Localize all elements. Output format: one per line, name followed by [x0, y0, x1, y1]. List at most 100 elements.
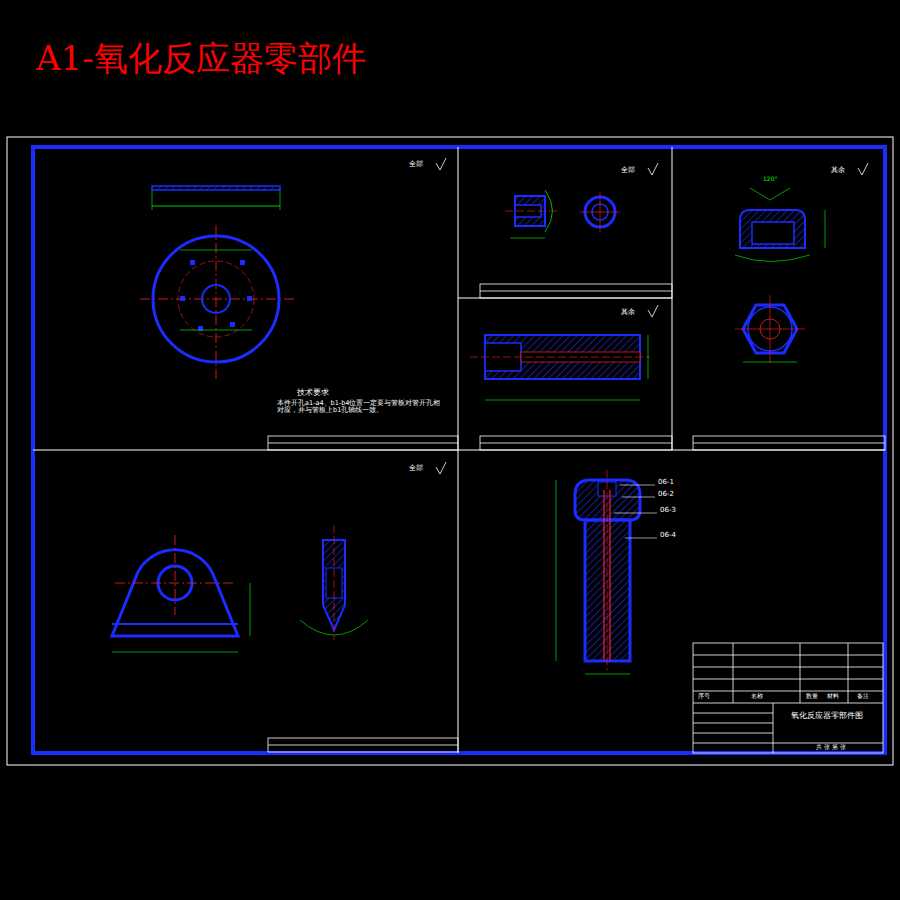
drawing-line [334, 525, 335, 640]
drawing-line [585, 674, 630, 675]
drawing-line [743, 362, 797, 363]
drawing-line [600, 192, 601, 232]
drawing-line [735, 255, 810, 262]
callout-number: 06-4 [659, 531, 677, 539]
drawing-line [750, 188, 790, 200]
drawing-line [480, 291, 672, 292]
drawing-line [693, 436, 885, 450]
drawing-line [575, 480, 640, 520]
roughness-note: 全部 [620, 166, 636, 174]
drawing-line [436, 462, 446, 474]
table-cell: 序号 [697, 693, 711, 700]
drawing-line [620, 485, 655, 486]
drawing-line [585, 520, 630, 661]
drawing-line [625, 538, 657, 539]
drawing-line [202, 285, 230, 313]
table-cell: 名称 [750, 693, 764, 700]
drawing-line [268, 284, 885, 753]
drawing-line [848, 643, 849, 703]
drawing-line [140, 299, 296, 300]
drawing-line [480, 284, 672, 298]
drawing-line [693, 733, 773, 734]
drawing-line [693, 743, 773, 744]
drawing-line [480, 436, 672, 450]
table-cell: 备注 [856, 693, 870, 700]
drawing-line [485, 400, 640, 401]
note-heading: 技术要求 [296, 388, 330, 397]
drawing-line [112, 652, 238, 653]
drawing-line [180, 250, 252, 251]
drawing-line [180, 296, 185, 301]
drawing-line [607, 470, 608, 670]
drawing-line [693, 443, 885, 444]
drawing-line [693, 691, 883, 692]
drawing-line [693, 643, 883, 753]
drawing-line [693, 667, 883, 668]
drawing-line [609, 490, 610, 661]
drawing-line [770, 295, 771, 363]
drawing-line [825, 210, 826, 248]
sheet-title: A1-氧化反应器零部件 [36, 40, 366, 77]
drawing-line [180, 330, 252, 331]
drawing-line [693, 713, 773, 714]
table-cell: 材料 [826, 693, 840, 700]
drawing-line [648, 305, 658, 317]
drawing-line [648, 163, 658, 175]
drawing-line [505, 211, 560, 212]
roughness-note: 其余 [830, 166, 846, 174]
drawing-line [175, 535, 176, 615]
drawing-line [178, 261, 254, 337]
drawing-line [180, 260, 252, 331]
callout-number: 06-3 [659, 506, 677, 514]
table-cell: 数量 [805, 693, 819, 700]
drawing-line [510, 238, 545, 239]
drawing-line [622, 497, 655, 498]
drawing-line [112, 623, 238, 625]
drawing-line [153, 236, 279, 362]
drawing-line [247, 296, 252, 301]
drawing-line [603, 490, 604, 661]
drawing-line [300, 620, 368, 635]
drawing-line [436, 158, 868, 474]
drawing-line [436, 158, 446, 170]
drawing-line [7, 137, 893, 765]
drawing-line [733, 643, 734, 703]
drawing-line [693, 655, 883, 656]
drawing-line [740, 210, 805, 248]
callout-number: 06-2 [657, 490, 675, 498]
drawing-line [693, 723, 773, 724]
roughness-note: 全部 [408, 160, 424, 168]
technical-note: 本件开孔a1-a4、b1-b4位置一定要与管板对管开孔相对应，并与管板上b1孔轴… [276, 400, 443, 415]
callout-number: 06-1 [657, 478, 675, 486]
drawing-line [33, 147, 885, 753]
drawing-line [268, 436, 458, 450]
drawing-line [268, 738, 458, 752]
drawing-line [115, 583, 235, 584]
drawing-line [240, 260, 245, 265]
drawing-line [648, 335, 649, 379]
drawing-line [773, 703, 774, 753]
roughness-note: 全部 [408, 464, 424, 472]
drawing-name: 氧化反应器零部件图 [790, 712, 864, 721]
drawing-line [152, 190, 153, 210]
drawing-line [268, 443, 458, 444]
drawing-line [280, 190, 281, 210]
drawing-line [470, 357, 650, 358]
drawing-line [614, 513, 657, 514]
drawing-line [250, 583, 251, 636]
drawing-line [480, 443, 672, 444]
drawing-line [190, 260, 195, 265]
drawing-line [152, 186, 280, 190]
drawing-line [216, 225, 217, 380]
dimension-text: 120° [762, 176, 778, 183]
table-cell: 共 张 第 张 [815, 744, 847, 751]
drawing-line [268, 745, 458, 746]
drawing-line [858, 163, 868, 175]
drawing-line [693, 679, 883, 680]
drawing-line [230, 322, 235, 327]
drawing-line [800, 643, 801, 703]
drawing-line [752, 222, 794, 244]
roughness-note: 其余 [620, 308, 636, 316]
drawing-line [693, 703, 883, 704]
